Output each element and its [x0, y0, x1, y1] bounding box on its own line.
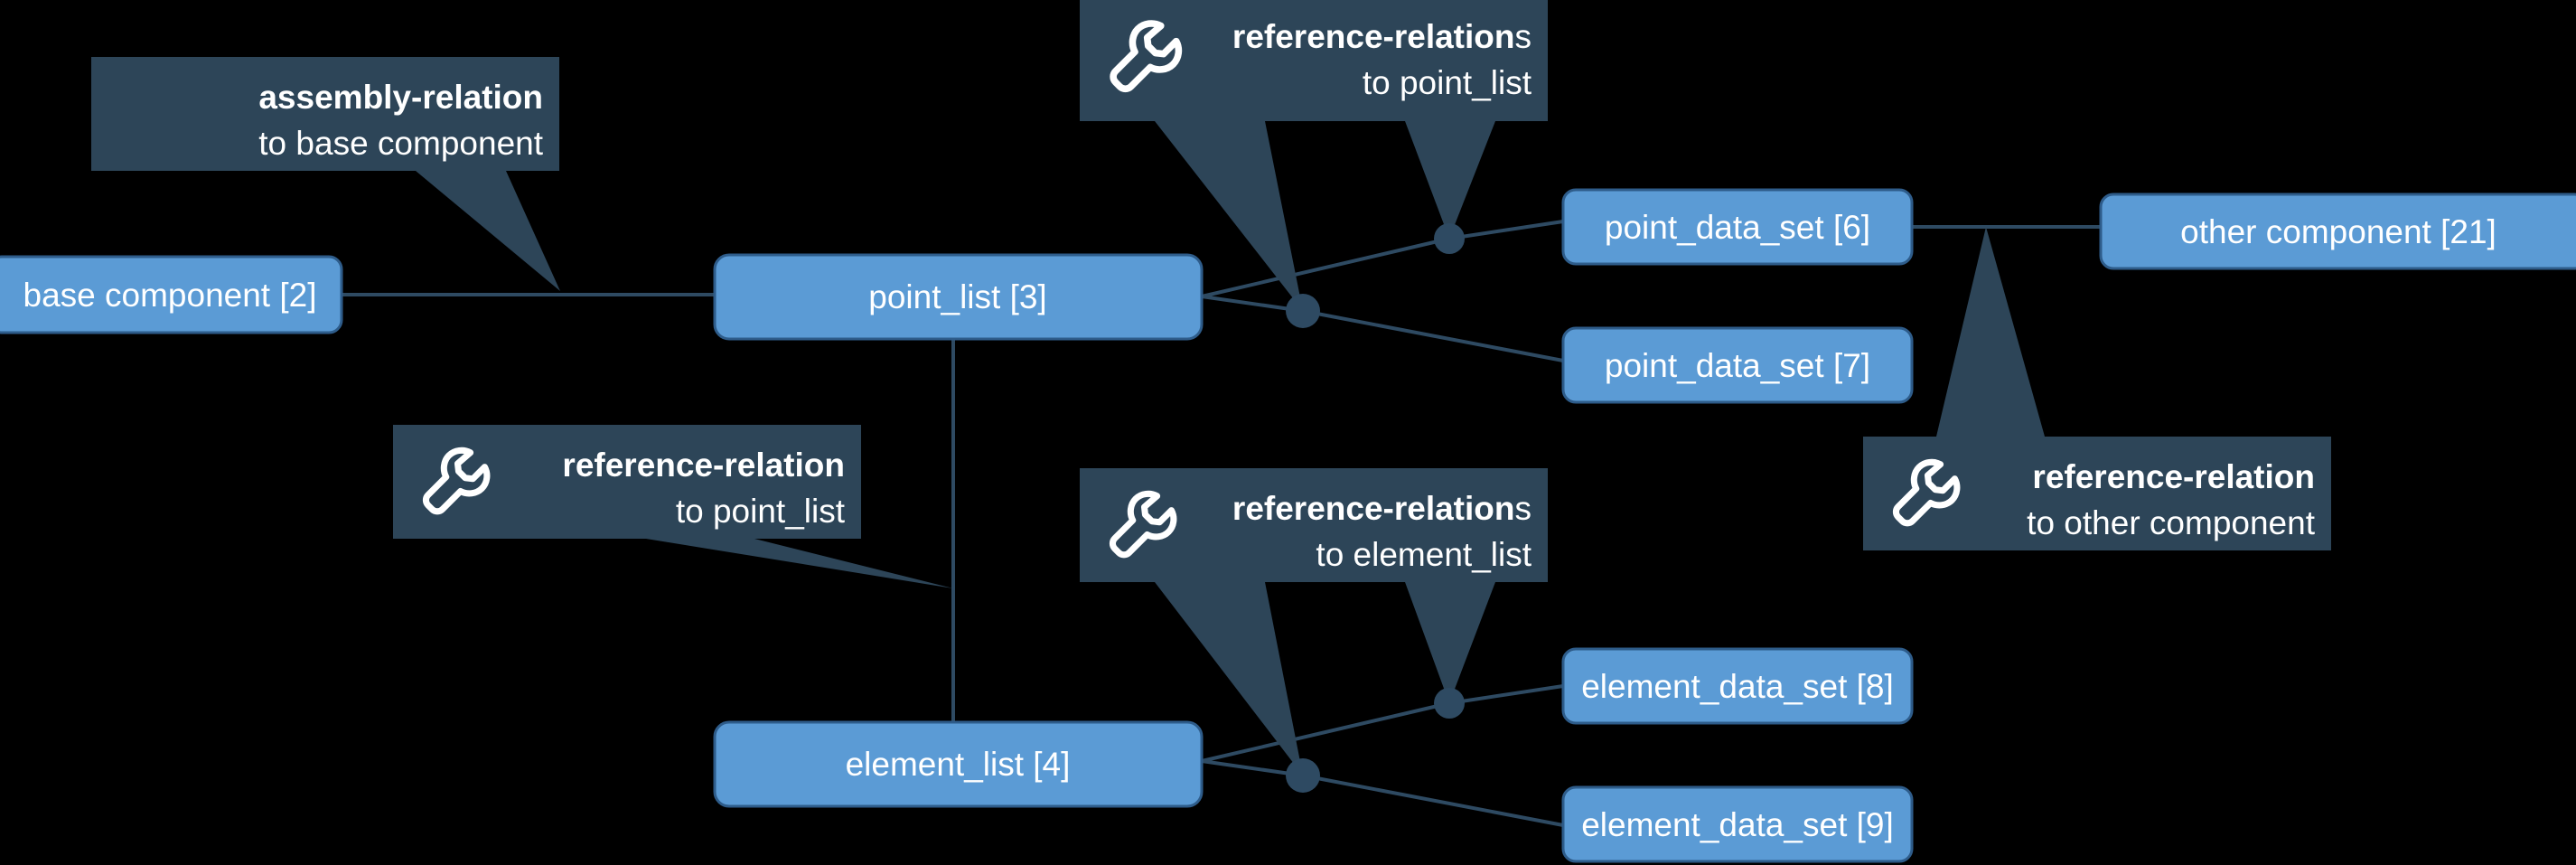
node-point-data-set-6[interactable]: point_data_set [6] [1561, 188, 1914, 266]
wrench-icon [1110, 20, 1183, 93]
point-lower-junction-dot [1286, 294, 1320, 328]
reference-relation-point-list-tail [646, 539, 953, 588]
reference-relations-point-list-trailing-part: s [1515, 18, 1532, 55]
point-upper-junction-dot [1434, 223, 1465, 254]
node-point-data-set-7-label: point_data_set [7] [1605, 347, 1870, 384]
reference-relation-other-component-callout-plain-line: to other component [2027, 504, 2316, 541]
assembly-relation-callout[interactable]: assembly-relation to base component [91, 57, 559, 171]
node-point-data-set-6-label: point_data_set [6] [1605, 209, 1870, 246]
node-element-list-box[interactable] [713, 720, 1204, 808]
node-element-list-label: element_list [4] [846, 746, 1071, 783]
assembly-relation-callout-box[interactable] [91, 57, 559, 171]
node-other-component-label: other component [21] [2180, 213, 2496, 250]
assembly-relation-callout-bold-line: assembly-relation [258, 79, 543, 116]
node-base-component-box[interactable] [0, 255, 343, 334]
node-element-data-set-9-label: element_data_set [9] [1581, 806, 1894, 843]
node-point-list-box[interactable] [713, 253, 1204, 341]
reference-relations-element-list-bold-part: reference-relation [1232, 490, 1515, 527]
node-point-list[interactable]: point_list [3] [713, 253, 1204, 341]
reference-relations-point-list-tail-right [1405, 121, 1495, 239]
callouts-group: assembly-relation to base component refe… [91, 0, 2331, 582]
edge-element-list-fan-upper [1201, 701, 1450, 763]
node-point-data-set-6-box[interactable] [1561, 188, 1914, 266]
node-element-data-set-9[interactable]: element_data_set [9] [1561, 785, 1914, 863]
reference-relations-point-list-callout-box[interactable] [1080, 0, 1548, 121]
reference-relations-point-list-tail-left [1155, 121, 1303, 311]
node-other-component-box[interactable] [2099, 193, 2576, 270]
node-element-data-set-8-box[interactable] [1561, 647, 1914, 725]
callout-tails-group [416, 121, 2045, 776]
reference-relations-point-list-bold-part: reference-relation [1232, 18, 1515, 55]
node-point-list-label: point_list [3] [868, 278, 1046, 315]
reference-relation-other-component-tail [1936, 227, 2045, 437]
edge-point-junction-upper-to-pds6 [1448, 220, 1564, 240]
wrench-icon [422, 447, 491, 515]
reference-relations-point-list-callout-bold-line: reference-relations [1232, 18, 1532, 55]
edge-element-junction-upper-to-eds8 [1448, 684, 1564, 705]
reference-relation-other-component-callout-bold-line: reference-relation [2032, 458, 2315, 495]
node-element-data-set-9-box[interactable] [1561, 785, 1914, 863]
wrench-icon [1109, 490, 1177, 559]
reference-relations-element-list-callout[interactable]: reference-relations to element_list [1080, 468, 1548, 582]
node-element-data-set-8-label: element_data_set [8] [1581, 668, 1894, 705]
node-other-component[interactable]: other component [21] [2099, 193, 2576, 270]
reference-relation-point-list-callout-plain-line: to point_list [676, 493, 846, 530]
node-point-data-set-7[interactable]: point_data_set [7] [1561, 326, 1914, 404]
node-element-data-set-8[interactable]: element_data_set [8] [1561, 647, 1914, 725]
assembly-relation-tail [416, 171, 560, 291]
edge-point-junction-lower-to-pds7 [1302, 309, 1564, 362]
wrench-icon [1892, 458, 1961, 527]
reference-relation-other-component-callout[interactable]: reference-relation to other component [1863, 437, 2331, 550]
reference-relations-element-list-tail-left [1155, 582, 1303, 776]
reference-relations-point-list-callout[interactable]: reference-relations to point_list [1080, 0, 1548, 121]
edge-element-junction-lower-to-eds9 [1302, 774, 1564, 827]
reference-relations-element-list-tail-right [1405, 582, 1495, 703]
node-base-component-label: base component [2] [23, 277, 317, 314]
reference-relations-element-list-callout-bold-line: reference-relations [1232, 490, 1532, 527]
node-element-list[interactable]: element_list [4] [713, 720, 1204, 808]
node-base-component[interactable]: base component [2] [0, 255, 343, 334]
assembly-relation-callout-plain-line: to base component [258, 125, 543, 162]
node-point-data-set-7-box[interactable] [1561, 326, 1914, 404]
reference-relations-point-list-callout-plain-line: to point_list [1363, 64, 1532, 101]
junction-dots-group [1286, 223, 1465, 793]
reference-relations-element-list-callout-plain-line: to element_list [1316, 536, 1532, 573]
element-lower-junction-dot [1286, 758, 1320, 793]
nodes-group: base component [2] point_list [3] elemen… [0, 188, 2576, 863]
reference-relation-point-list-callout-bold-line: reference-relation [562, 447, 845, 484]
edge-point-list-fan-upper [1201, 237, 1450, 298]
reference-relation-point-list-callout[interactable]: reference-relation to point_list [393, 425, 861, 539]
edges-group [342, 220, 2101, 827]
element-upper-junction-dot [1434, 688, 1465, 719]
reference-relations-element-list-trailing-part: s [1515, 490, 1532, 527]
